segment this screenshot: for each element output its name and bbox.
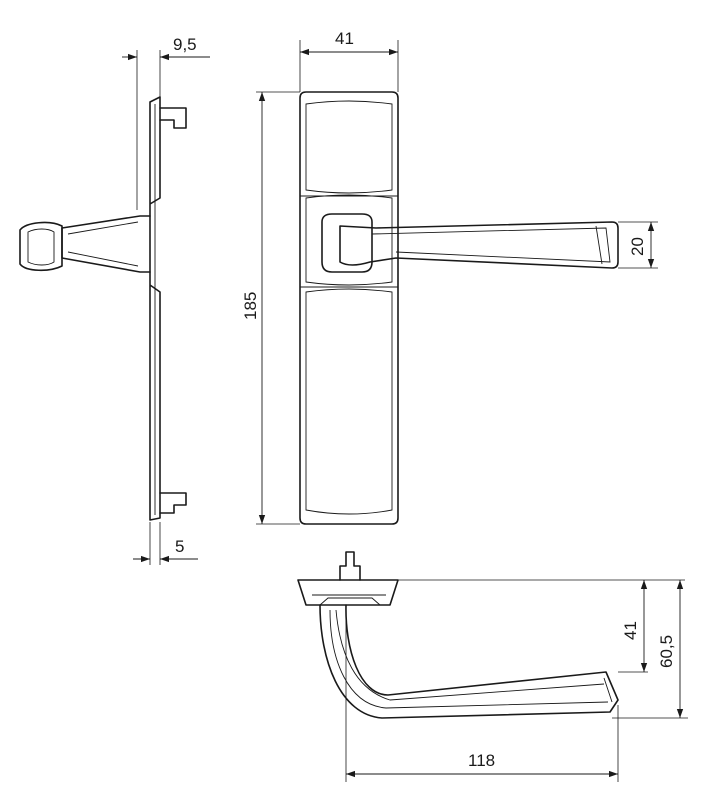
- dim-side-plate-thickness: 9,5: [173, 35, 197, 54]
- top-view: 41 60,5 118: [297, 551, 688, 782]
- dim-lever-grip-height: 20: [628, 237, 647, 256]
- dim-rose-thickness: 5: [175, 537, 184, 556]
- dim-lever-length: 118: [468, 751, 495, 770]
- front-view: 41 185 20: [241, 29, 658, 525]
- dim-total-height: 60,5: [657, 635, 676, 668]
- side-view: 9,5 5: [19, 35, 210, 565]
- dim-lever-drop: 41: [621, 621, 640, 640]
- dim-plate-width: 41: [335, 29, 354, 48]
- dim-plate-height: 185: [241, 292, 260, 320]
